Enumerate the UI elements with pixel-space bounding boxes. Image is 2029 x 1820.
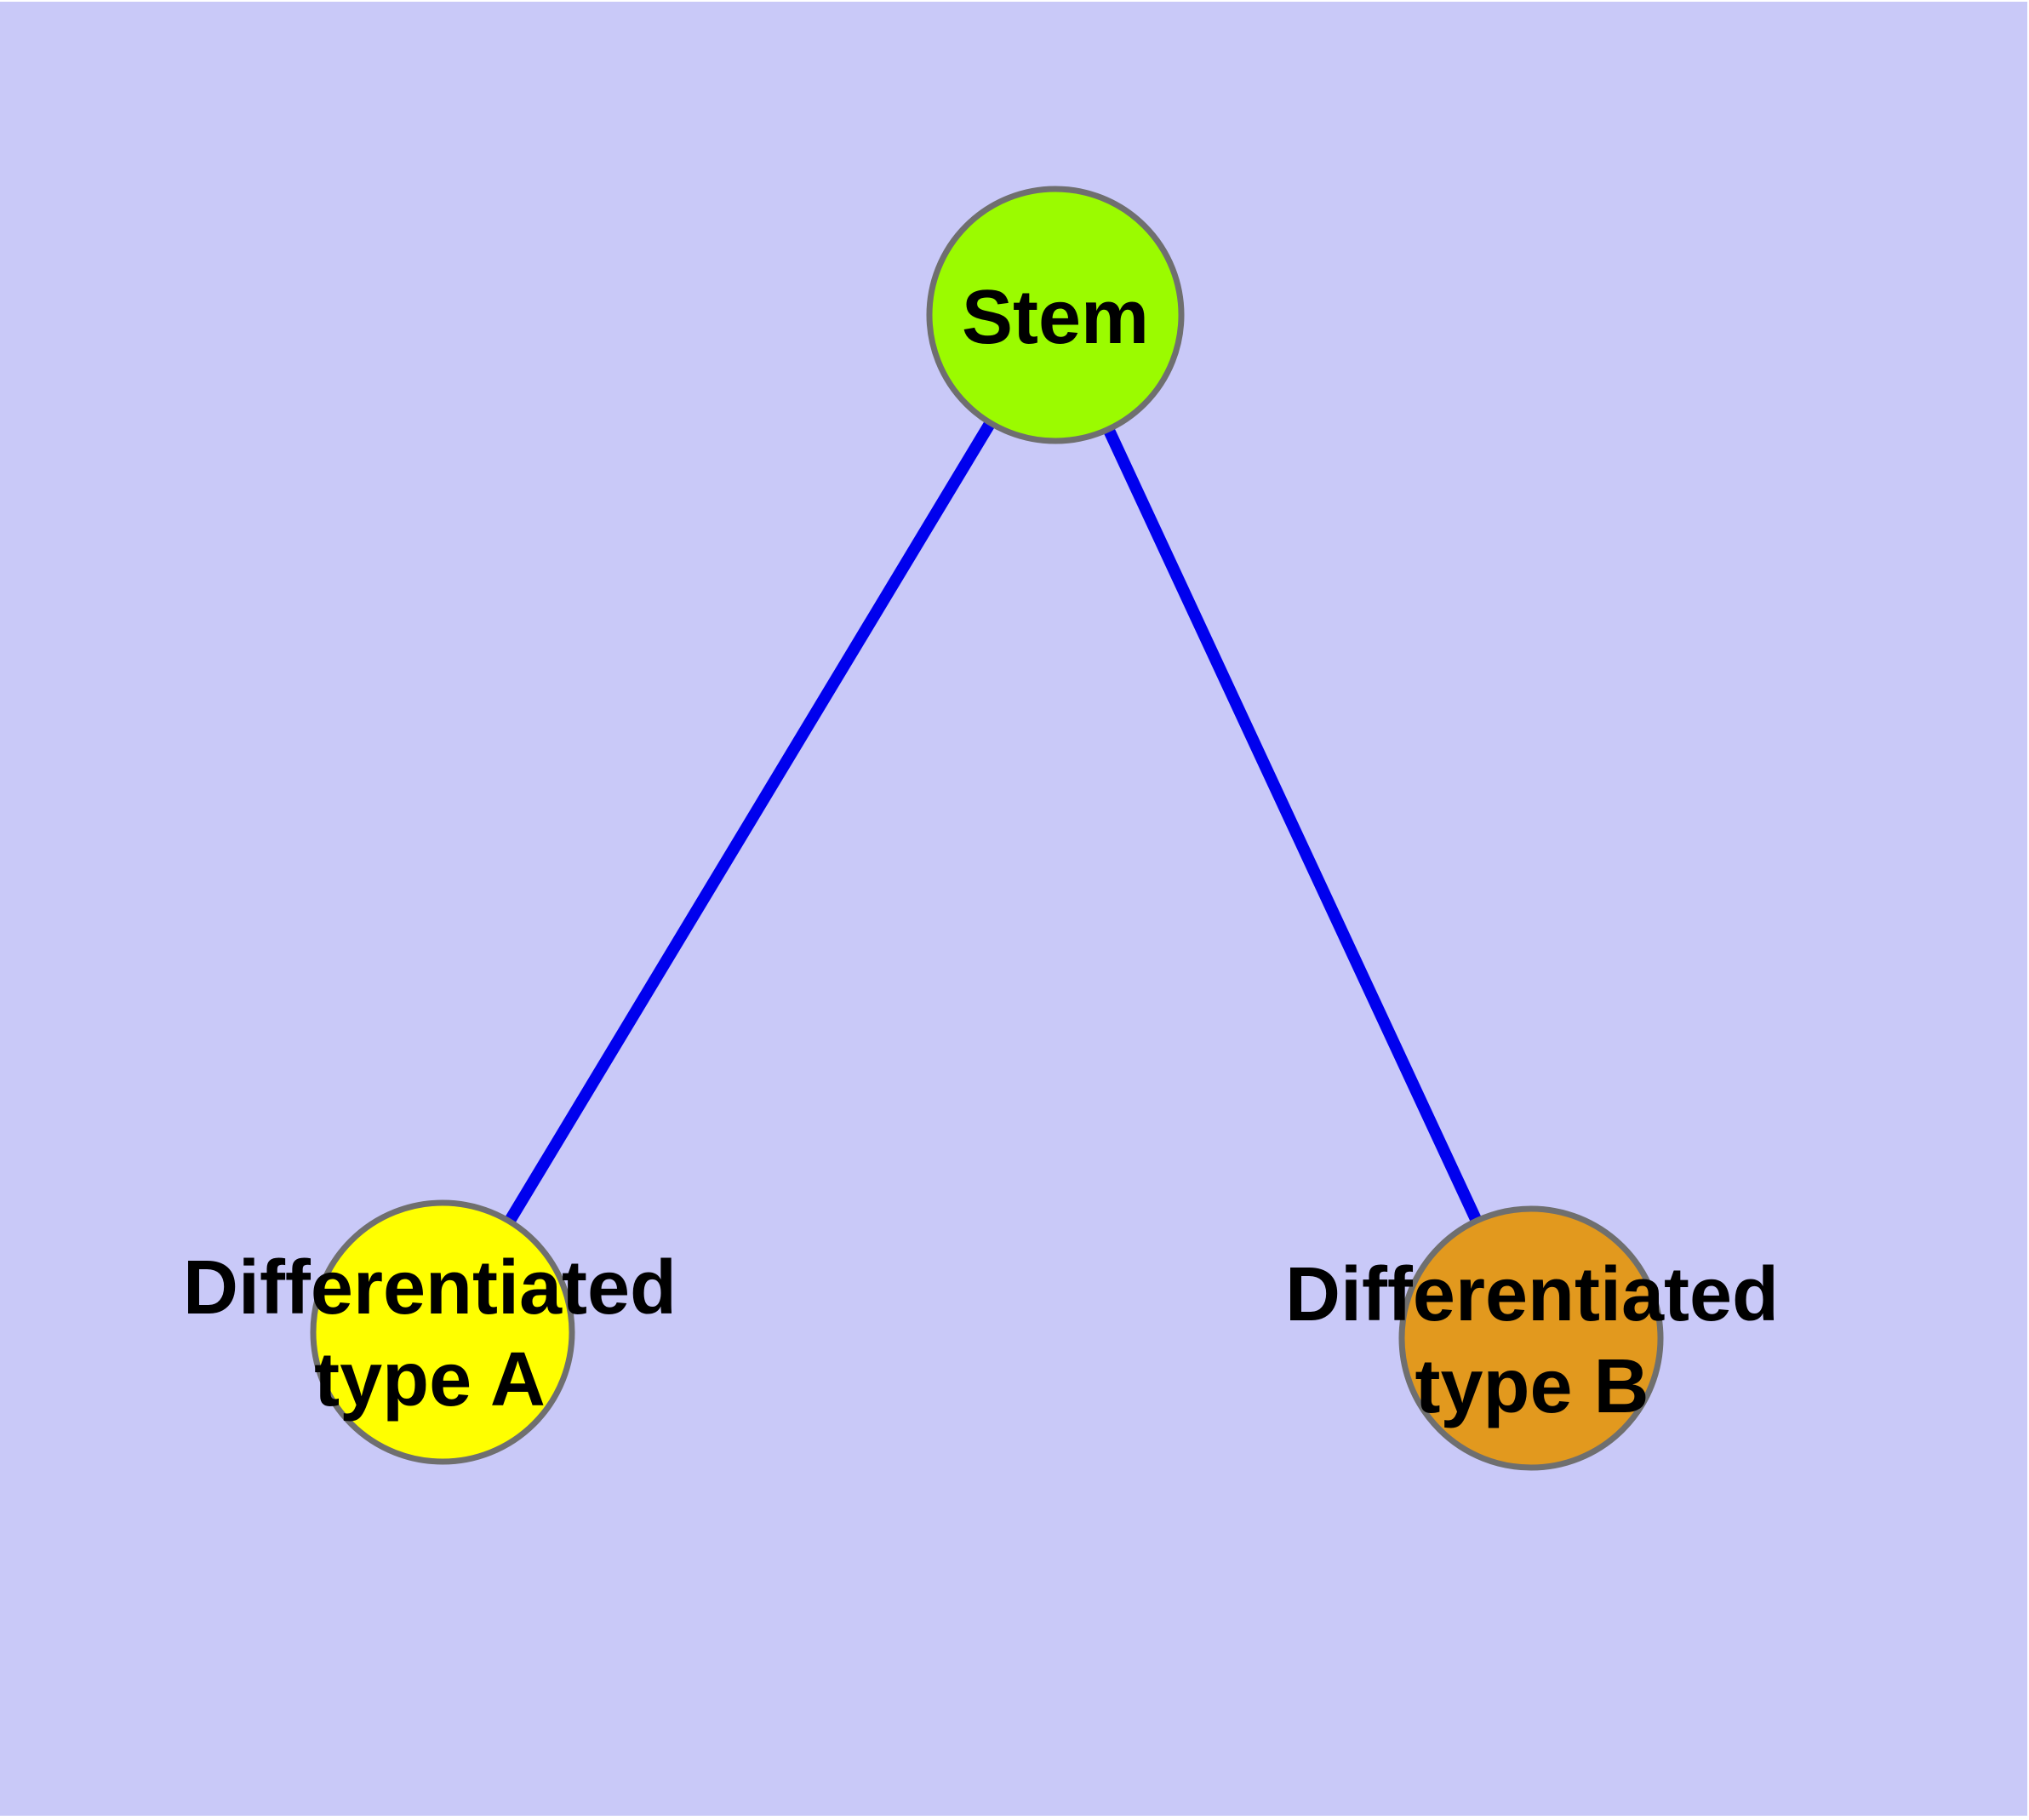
- type-b-node-label-line1: Differentiated: [1285, 1252, 1779, 1337]
- stem-node-circle: [926, 186, 1185, 444]
- stem-node-label: Stem: [962, 275, 1149, 360]
- node-type-a: Differentiated type A: [183, 1199, 677, 1465]
- type-b-node-circle: [1398, 1205, 1664, 1471]
- type-b-node-label-line2: type B: [1415, 1344, 1649, 1429]
- type-a-node-label-line2: type A: [314, 1337, 546, 1422]
- edge-stem-to-type-b: [1049, 312, 1537, 1341]
- node-stem: Stem: [926, 186, 1185, 444]
- node-type-b: Differentiated type B: [1285, 1205, 1779, 1471]
- edge-stem-to-type-a: [437, 312, 1060, 1336]
- edge-group: [437, 312, 1537, 1341]
- type-a-node-label-line1: Differentiated: [183, 1245, 677, 1331]
- type-a-node-circle: [310, 1199, 575, 1465]
